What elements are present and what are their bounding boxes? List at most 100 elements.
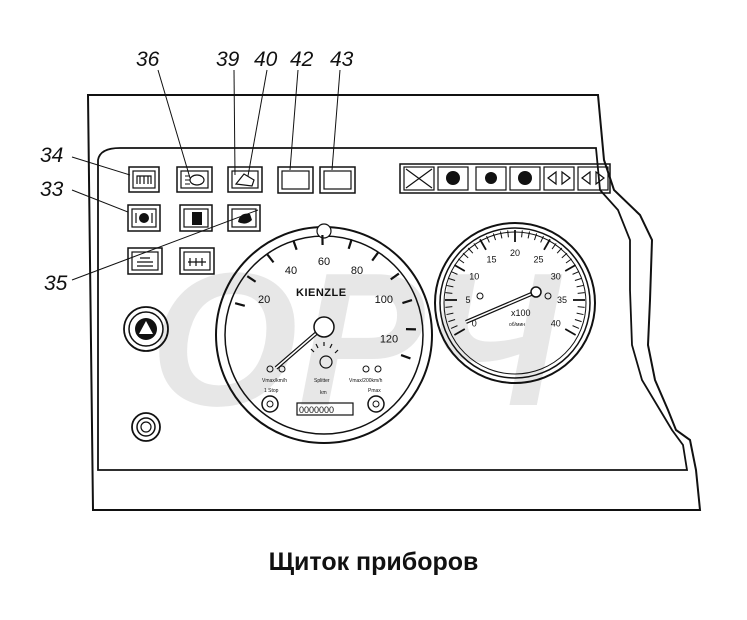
tachometer-scale-label: 15	[486, 254, 496, 264]
callout-43: 43	[330, 48, 354, 71]
switch-42	[277, 166, 314, 194]
switch-40	[227, 204, 261, 232]
switch-36	[176, 166, 213, 193]
switch-33	[127, 204, 161, 232]
tachometer-tick	[450, 271, 458, 275]
panel-inner-outline	[97, 147, 689, 471]
speedometer-mid-label: Splitter	[314, 378, 330, 384]
tachometer-tick	[551, 243, 557, 250]
tachometer-scale-label: 35	[557, 295, 567, 305]
tachometer-tick	[462, 252, 469, 259]
tachometer: 0 5 10 15 20 25 30 35 40 x100 об/мин	[434, 222, 596, 384]
tachometer-scale-label: 25	[533, 254, 543, 264]
speedometer-tick	[246, 275, 257, 283]
indicator-4	[509, 166, 541, 191]
odometer	[296, 402, 354, 416]
speedometer-tick	[234, 302, 246, 307]
speedometer-left-knob	[261, 395, 279, 413]
callout-34: 34	[40, 144, 63, 167]
speedometer-left-label: Vmax/km/h	[262, 378, 287, 384]
tachometer-tick	[574, 318, 582, 323]
speedometer-left-knob-label: 1 Stop	[264, 388, 279, 394]
panel-outer-outline	[86, 94, 702, 511]
tachometer-tick	[486, 235, 490, 243]
callout-36: 36	[136, 48, 160, 71]
tachometer-tick	[458, 258, 465, 264]
tachometer-ticks	[445, 230, 585, 336]
speedometer-scale-label: 60	[318, 256, 330, 268]
tachometer-tick	[453, 264, 466, 272]
speedometer-hub	[313, 316, 335, 338]
indicator-2	[437, 166, 469, 191]
tachometer-tick	[445, 292, 453, 294]
tachometer-tick	[507, 230, 509, 238]
indicator-3	[475, 166, 507, 191]
speedometer-brand: KIENZLE	[296, 287, 347, 299]
tachometer-tick	[540, 235, 544, 243]
tachometer-tick	[564, 328, 577, 336]
figure-caption: Щиток приборов	[268, 548, 479, 576]
speedometer-tick	[347, 238, 353, 250]
callout-leaders	[71, 69, 341, 281]
tachometer-scale-label: 30	[551, 272, 561, 282]
switch-lower-left	[127, 247, 163, 275]
tachometer-tick	[533, 233, 538, 241]
tachometer-tick	[479, 238, 487, 251]
speedometer-tick	[390, 272, 400, 281]
callout-35: 35	[44, 272, 68, 295]
indicator-5	[543, 166, 575, 191]
tachometer-scale-label: 20	[510, 248, 520, 258]
tachometer-tick	[576, 284, 584, 288]
tachometer-tick	[446, 312, 454, 316]
switch-upper-middle	[179, 204, 213, 232]
speedometer-right-knob-label: Pmax	[368, 388, 381, 394]
callout-42: 42	[290, 48, 314, 71]
tachometer-tick	[448, 277, 456, 282]
tachometer-tick	[492, 233, 497, 241]
tachometer-tick	[453, 328, 466, 336]
lower-knob	[131, 412, 161, 442]
speedometer-unit: km	[320, 390, 327, 396]
tachometer-tick	[574, 277, 582, 282]
tachometer-tick	[450, 325, 458, 329]
speedometer-ticks	[234, 234, 416, 360]
speedometer-scale-label: 40	[285, 265, 297, 277]
speedometer-top-mount	[316, 223, 332, 239]
indicator-6	[577, 166, 609, 191]
switch-43	[319, 166, 356, 194]
switch-35	[179, 247, 215, 275]
tachometer-tick	[527, 231, 531, 239]
speedometer-tick	[400, 354, 411, 360]
callout-40: 40	[254, 48, 278, 71]
speedometer-right-label: Vmax/200km/h	[349, 378, 383, 384]
speedometer-tick	[371, 251, 379, 262]
speedometer-small-dial	[310, 342, 339, 369]
tachometer-multiplier: x100	[511, 308, 531, 318]
watermark: ОРЧ	[150, 234, 563, 446]
callout-39: 39	[216, 48, 240, 71]
speedometer-scale-label: 20	[258, 294, 270, 306]
odometer-value: 0000000	[299, 405, 334, 415]
tachometer-tick	[446, 284, 454, 288]
tachometer-tick	[572, 325, 580, 329]
tachometer-tick	[561, 252, 568, 259]
tachometer-scale-label: 0	[472, 319, 477, 329]
indicator-strip	[399, 163, 611, 194]
speedometer-right-knob	[367, 395, 385, 413]
indicator-1	[403, 166, 435, 191]
tachometer-tick	[572, 271, 580, 275]
tachometer-scale-label: 10	[469, 272, 479, 282]
tachometer-unit: об/мин	[509, 322, 525, 328]
tachometer-tick	[521, 230, 523, 238]
tachometer-tick	[448, 318, 456, 323]
tachometer-scale-label: 5	[465, 295, 470, 305]
tachometer-tick	[577, 292, 585, 294]
tachometer-tick	[564, 264, 577, 272]
tachometer-tick	[577, 306, 585, 308]
speedometer-scale-label: 120	[380, 333, 398, 345]
speedometer-tick	[402, 299, 413, 305]
speedometer-scale-label: 80	[351, 265, 363, 277]
tachometer-scale-label: 40	[551, 319, 561, 329]
callout-33: 33	[40, 178, 64, 201]
